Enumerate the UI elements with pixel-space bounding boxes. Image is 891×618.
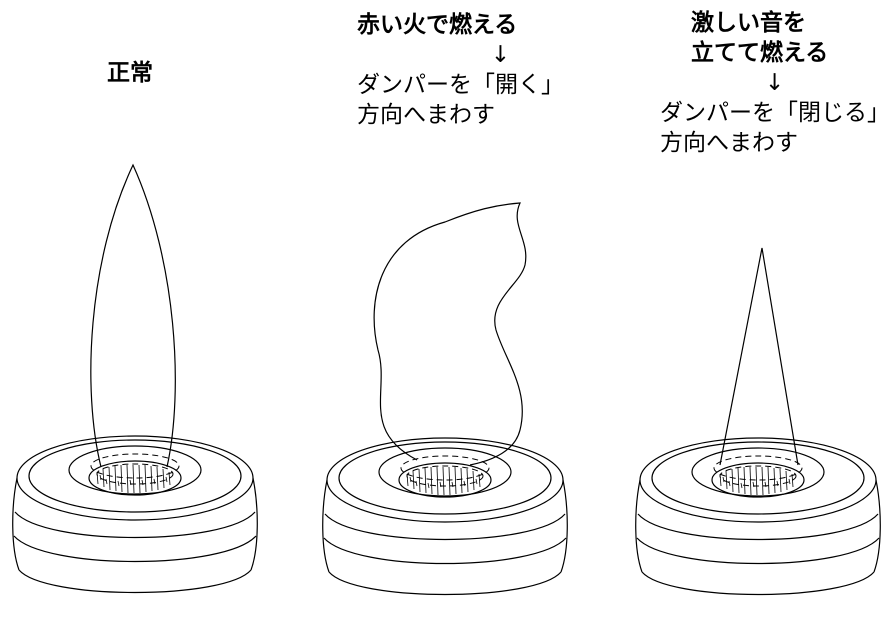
roaring-flame bbox=[719, 247, 799, 466]
roaring-flame-action-line2: 方向へまわす bbox=[660, 130, 798, 156]
red-flame-arrow: ↓ bbox=[490, 42, 511, 68]
normal-label: 正常 bbox=[107, 58, 153, 88]
red-flame bbox=[373, 202, 527, 466]
normal-condition-text: 正常 bbox=[107, 60, 153, 86]
roaring-flame-action-line1: ダンパーを「閉じる」 bbox=[660, 100, 890, 126]
normal-burner bbox=[12, 163, 258, 594]
red-flame-label: 赤い火で燃える ↓ ダンパーを「開く」 方向へまわす bbox=[357, 10, 564, 130]
roaring-flame-burner bbox=[635, 247, 881, 596]
red-flame-action-line2: 方向へまわす bbox=[357, 102, 495, 128]
red-flame-condition-text: 赤い火で燃える bbox=[357, 12, 518, 38]
roaring-flame-condition-line2: 立てて燃える bbox=[691, 40, 829, 66]
roaring-flame-condition-line1: 激しい音を bbox=[691, 10, 806, 36]
red-flame-burner bbox=[322, 202, 568, 596]
roaring-flame-label: 激しい音を 立てて燃える ↓ ダンパーを「閉じる」 方向へまわす bbox=[660, 8, 890, 158]
roaring-flame-arrow: ↓ bbox=[765, 70, 785, 96]
red-flame-action-line1: ダンパーを「開く」 bbox=[357, 72, 564, 98]
normal-flame bbox=[90, 163, 176, 468]
